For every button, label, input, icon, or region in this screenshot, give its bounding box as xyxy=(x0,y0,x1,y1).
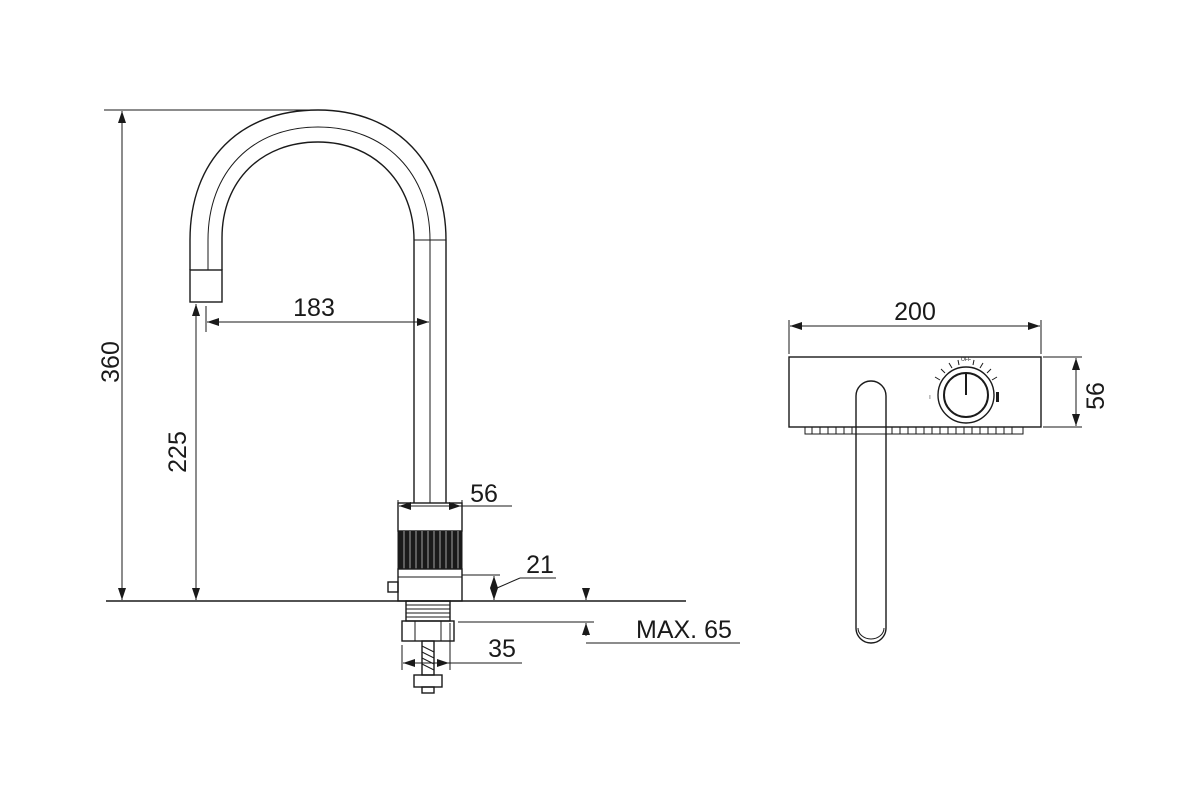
spout-inner-contour xyxy=(221,141,415,503)
mounting-nut xyxy=(401,620,455,642)
dim-base-height: 21 xyxy=(526,551,554,579)
spout-center-line xyxy=(207,126,431,503)
knurled-body xyxy=(397,530,463,570)
supply-hose xyxy=(421,640,435,676)
control-plate xyxy=(788,356,1042,428)
knob-stop-marker xyxy=(996,392,999,402)
spout-outlet-arc xyxy=(857,627,885,640)
set-screw xyxy=(387,581,399,593)
dim-width: 200 xyxy=(894,298,936,326)
dim-spout-reach: 183 xyxy=(293,294,335,322)
dim-body-diameter: 56 xyxy=(470,480,498,508)
plate-underside xyxy=(804,426,1024,435)
dim-spout-height: 225 xyxy=(164,431,192,473)
base xyxy=(397,568,463,602)
threaded-shank xyxy=(405,600,451,622)
knob-label-off: OFF xyxy=(961,357,971,363)
knob-scale-ticks xyxy=(934,359,998,381)
dim-depth: 56 xyxy=(1082,382,1110,410)
knob-outer-ring xyxy=(937,366,995,424)
knob-label-left: I xyxy=(929,395,930,401)
spout-top-view xyxy=(855,380,887,644)
plate-ribs xyxy=(811,427,1013,434)
shank-threads xyxy=(406,604,450,618)
hose-braid xyxy=(421,645,435,671)
side-view: 360 225 183 56 21 MAX. 65 35 xyxy=(97,109,740,694)
hose-fitting-end xyxy=(421,686,435,694)
collar xyxy=(397,502,463,532)
knurl-texture xyxy=(403,531,459,569)
dim-total-height: 360 xyxy=(97,341,125,383)
leader-base-height xyxy=(496,577,521,589)
dim-max-thickness: MAX. 65 xyxy=(636,616,732,644)
aerator xyxy=(189,269,223,303)
top-view: OFF I 200 56 xyxy=(788,298,1110,644)
dim-shank-width: 35 xyxy=(488,635,516,663)
hose-fitting xyxy=(413,674,443,688)
